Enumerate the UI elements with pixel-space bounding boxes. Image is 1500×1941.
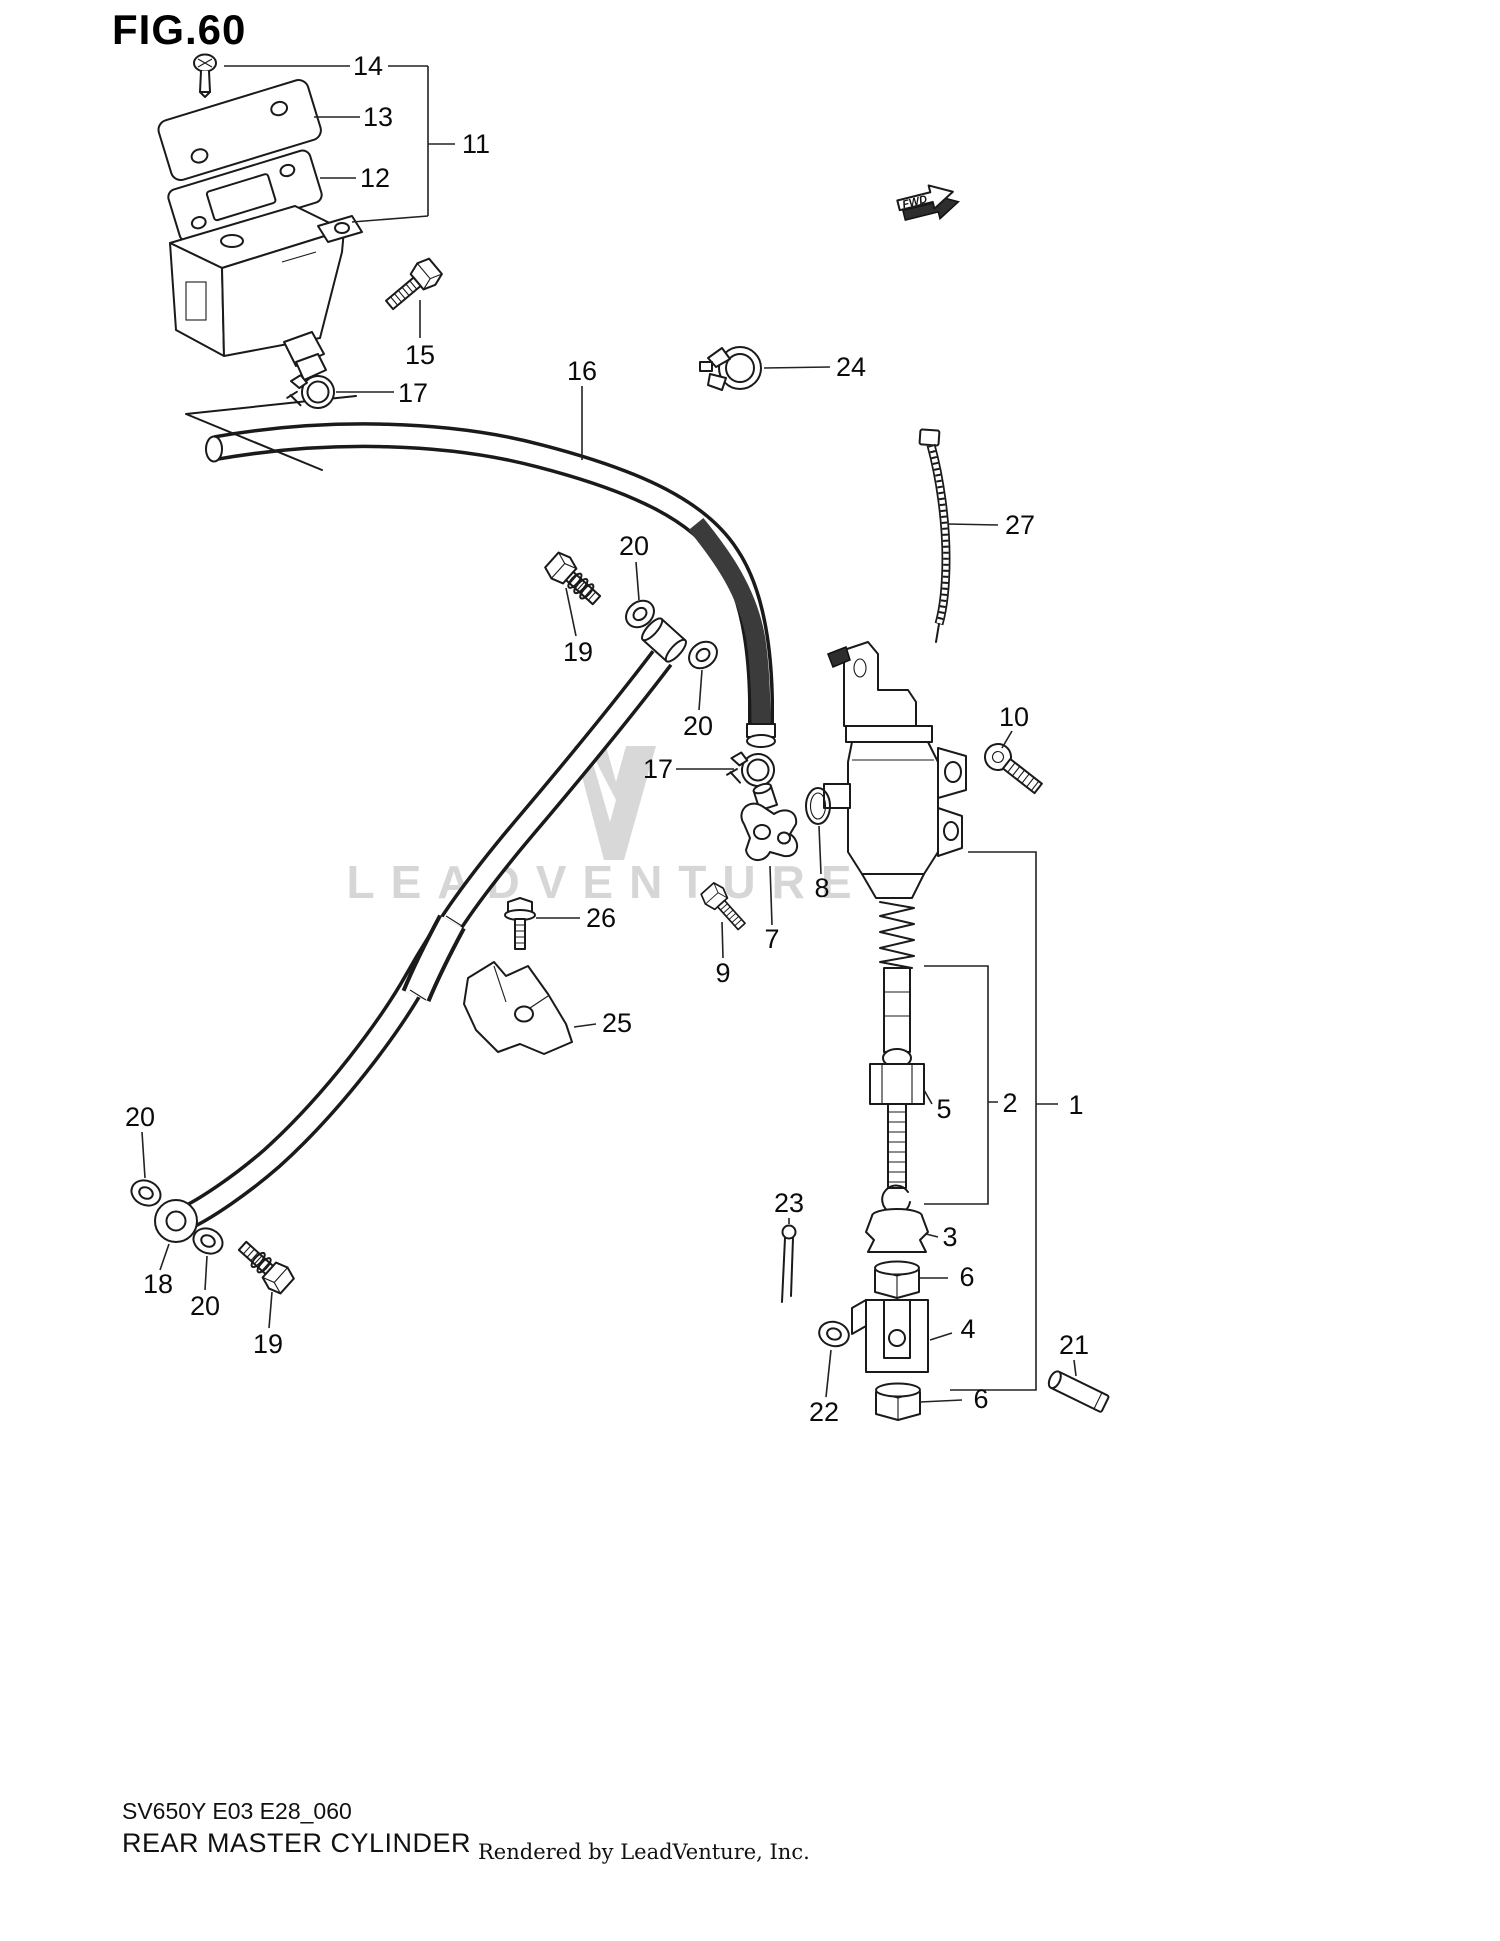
direction-arrow-outline (185, 395, 357, 471)
callout-25: 25 (602, 1008, 632, 1038)
callout-4: 4 (960, 1314, 975, 1344)
callout-5: 5 (936, 1094, 951, 1124)
fwd-arrow-label: FWD (901, 193, 928, 211)
callout-3: 3 (942, 1222, 957, 1252)
rendered-by: Rendered by LeadVenture, Inc. (478, 1840, 810, 1864)
hose-clamp-upper (285, 371, 337, 411)
clevis (851, 1299, 929, 1373)
reservoir-body (169, 205, 363, 381)
callout-16: 16 (567, 356, 597, 386)
bracket-bolt (504, 897, 536, 950)
diaphragm-plate (167, 149, 323, 243)
figure-name: REAR MASTER CYLINDER (122, 1828, 472, 1858)
master-cylinder (823, 641, 967, 1421)
clevis-pin (1047, 1370, 1110, 1413)
reservoir-bolt (379, 254, 446, 317)
union-bolt-upper (541, 548, 724, 675)
fwd-arrow: FWD (896, 184, 960, 222)
callout-6a: 6 (959, 1262, 974, 1292)
connector-joint (740, 782, 799, 861)
callout-8: 8 (814, 873, 829, 903)
piston (869, 1048, 925, 1105)
reservoir-cap (157, 79, 322, 182)
callout-27: 27 (1005, 510, 1035, 540)
callout-20b: 20 (683, 711, 713, 741)
watermark: LEADVENTURE (346, 746, 867, 908)
callout-20a: 20 (619, 531, 649, 561)
leader-lines (141, 65, 1077, 1403)
callout-1: 1 (1068, 1090, 1083, 1120)
callout-6b: 6 (973, 1384, 988, 1414)
callout-23: 23 (774, 1188, 804, 1218)
callout-13: 13 (363, 102, 393, 132)
callout-17b: 17 (643, 754, 673, 784)
lock-nut-upper (874, 1260, 920, 1299)
model-code: SV650Y E03 E28_060 (122, 1798, 352, 1824)
callout-20d: 20 (190, 1291, 220, 1321)
callout-14: 14 (353, 51, 383, 81)
callout-12: 12 (360, 163, 390, 193)
callout-9: 9 (715, 958, 730, 988)
callout-17a: 17 (398, 378, 428, 408)
cable-tie (918, 428, 951, 643)
push-rod (887, 1103, 907, 1189)
callout-15: 15 (405, 340, 435, 370)
hose-bracket (463, 961, 573, 1055)
callout-22: 22 (809, 1397, 839, 1427)
callout-11: 11 (462, 129, 490, 159)
return-spring (879, 901, 915, 969)
reservoir-assembly (157, 53, 446, 411)
cap-screw (193, 53, 217, 98)
cotter-pin (781, 1224, 797, 1303)
washer-b (682, 635, 724, 675)
callout-26: 26 (586, 903, 616, 933)
washer-c (126, 1174, 166, 1212)
reservoir-hose (205, 422, 776, 748)
lock-nut-lower (875, 1382, 921, 1421)
mounting-bolt (984, 743, 1043, 795)
callout-2: 2 (1002, 1088, 1017, 1118)
clamp-24 (699, 346, 762, 391)
pin-washer (815, 1317, 853, 1351)
figure-title: FIG.60 (112, 6, 247, 53)
callout-21: 21 (1059, 1330, 1089, 1360)
callout-10: 10 (999, 702, 1029, 732)
callout-7: 7 (764, 924, 779, 954)
callout-19a: 19 (563, 637, 593, 667)
brake-hose (154, 617, 687, 1243)
callout-24: 24 (836, 352, 866, 382)
boot (865, 1208, 929, 1253)
o-ring (805, 787, 831, 825)
union-bolt-lower (126, 1174, 298, 1298)
watermark-text: LEADVENTURE (346, 856, 867, 908)
callout-18: 18 (143, 1269, 173, 1299)
callout-19b: 19 (253, 1329, 283, 1359)
callout-20c: 20 (125, 1102, 155, 1132)
